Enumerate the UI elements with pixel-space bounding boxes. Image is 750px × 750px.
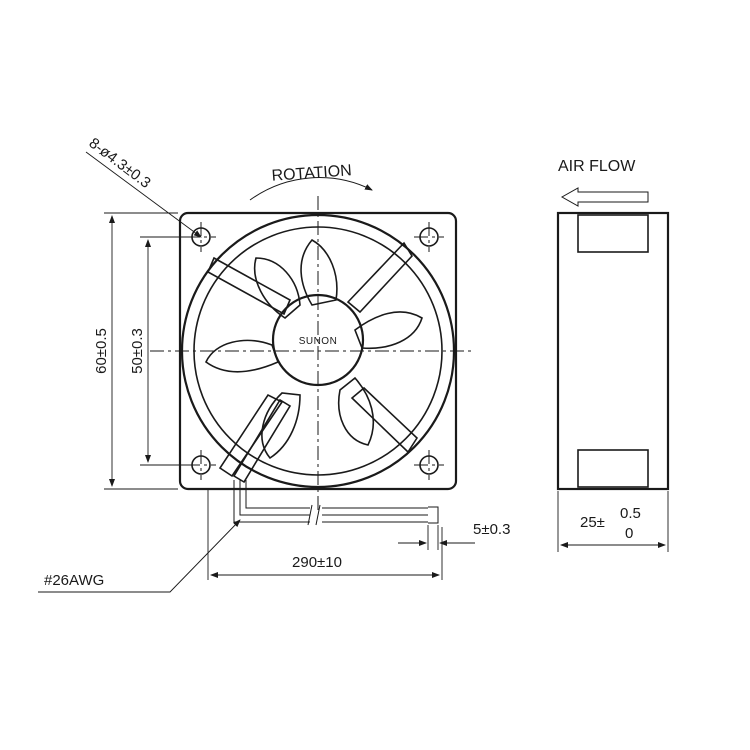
thickness-lower-tol: 0 (625, 525, 633, 542)
lead-wires (233, 480, 439, 526)
mounting-holes (186, 222, 444, 480)
hole-pitch-label: 50±0.3 (129, 328, 146, 374)
side-flange-bottom (577, 449, 649, 488)
thickness-label: 25± (580, 514, 605, 531)
rotation-label: ROTATION (271, 162, 352, 185)
airflow-label: AIR FLOW (558, 158, 636, 175)
outer-size-dimension (104, 212, 178, 490)
strip-length-dimension (398, 525, 475, 550)
rotation-arrow (249, 177, 373, 201)
airflow-arrow (560, 187, 649, 207)
wire-gauge-label: #26AWG (44, 572, 104, 589)
impeller-blades (205, 238, 423, 460)
thickness-upper-tol: 0.5 (620, 505, 641, 522)
outer-size-label: 60±0.5 (93, 328, 110, 374)
frame-spokes (206, 241, 419, 484)
holes-spec-leader (85, 151, 202, 238)
hole-pitch-dimension (140, 236, 192, 466)
lead-length-label: 290±10 (292, 554, 342, 571)
front-view: SUNON ROTATION 8-ø4.3±0.3 60±0.5 (38, 135, 510, 593)
holes-spec-label: 8-ø4.3±0.3 (86, 135, 154, 192)
side-body (556, 211, 670, 491)
side-flange-top (577, 214, 649, 253)
side-view: AIR FLOW 25± 0.5 0 (556, 158, 670, 552)
strip-length-label: 5±0.3 (473, 521, 510, 538)
wire-gauge-leader (38, 519, 241, 593)
thickness-dimension (557, 491, 669, 552)
lead-length-dimension (207, 490, 443, 580)
